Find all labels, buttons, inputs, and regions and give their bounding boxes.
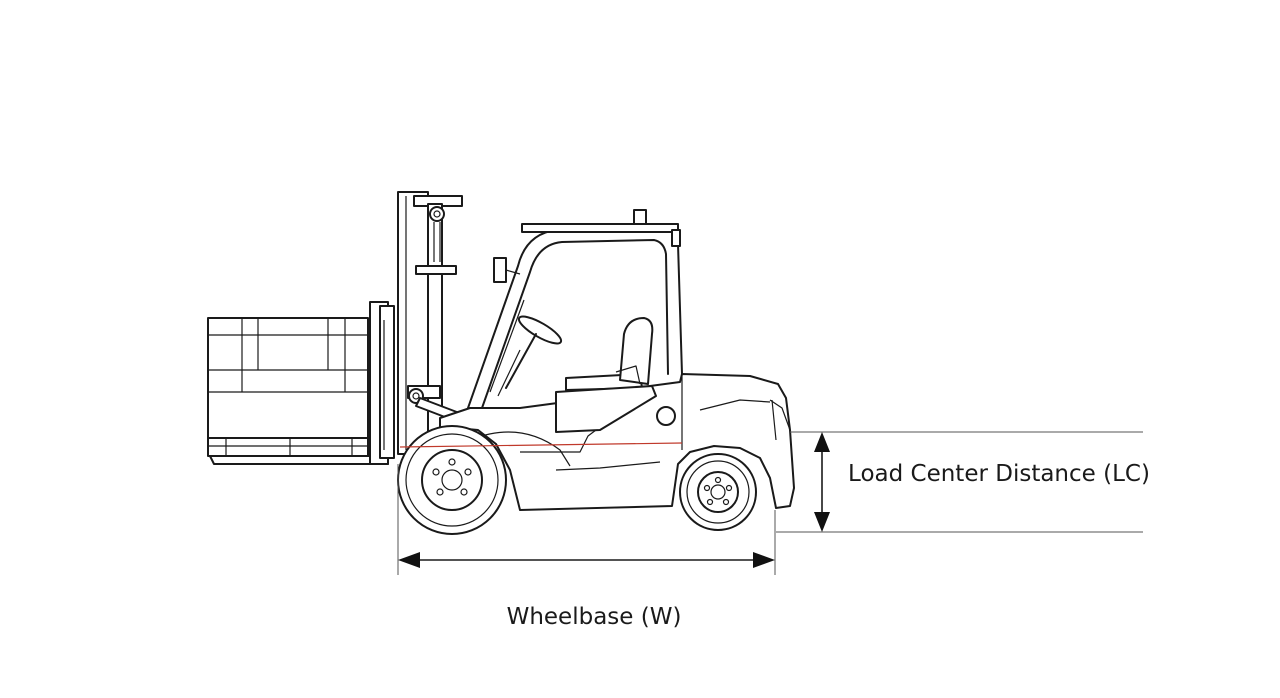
load-center-dimension — [776, 431, 1143, 533]
load-center-label: Load Center Distance (LC) — [848, 461, 1150, 487]
wheelbase-label: Wheelbase (W) — [507, 604, 682, 630]
pallet-load — [207, 317, 369, 457]
seat — [565, 317, 654, 391]
overhead-guard — [467, 209, 683, 409]
forks — [209, 455, 389, 465]
load-center-line — [399, 442, 683, 448]
rear-wheel — [679, 453, 757, 531]
carriage — [369, 301, 395, 465]
mast — [397, 191, 463, 455]
front-wheel — [397, 425, 507, 535]
steering-wheel — [497, 315, 563, 397]
hood — [555, 385, 657, 433]
wheelbase-dimension — [397, 464, 776, 575]
